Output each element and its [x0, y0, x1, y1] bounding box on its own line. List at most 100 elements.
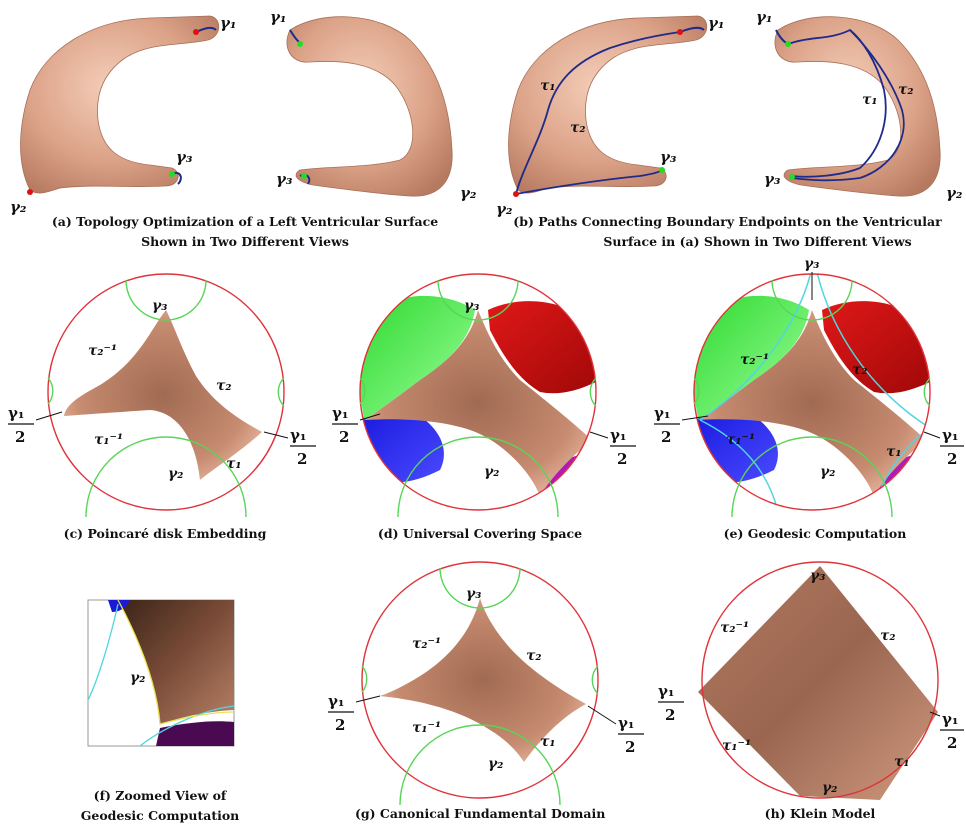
red-dot-a1-top — [193, 29, 199, 35]
red-dot-b1-bottom — [513, 191, 519, 197]
label-gamma3-b1: γ₃ — [660, 148, 677, 166]
caption-a-line1: (a) Topology Optimization of a Left Vent… — [30, 212, 460, 232]
arrow-right-e — [924, 432, 940, 438]
caption-e: (e) Geodesic Computation — [710, 524, 920, 544]
label-gamma1-a2: γ₁ — [270, 8, 286, 26]
label-tau2-b1: τ₂ — [570, 120, 586, 136]
green-dot-a1 — [169, 171, 175, 177]
caption-a-line2: Shown in Two Different Views — [30, 232, 460, 252]
caption-d: (d) Universal Covering Space — [360, 524, 600, 544]
label-half-num-right-h: γ₁ — [942, 710, 958, 728]
label-tau1-b1: τ₁ — [540, 78, 556, 94]
caption-f-line1: (f) Zoomed View of — [60, 786, 260, 806]
caption-f-line2: Geodesic Computation — [60, 806, 260, 826]
label-gamma1-a1: γ₁ — [220, 14, 236, 32]
label-half-num-left-h: γ₁ — [658, 682, 674, 700]
label-gamma3-d: γ₃ — [464, 298, 479, 314]
label-gamma2-b2: γ₂ — [946, 184, 963, 202]
label-tau2-b2: τ₂ — [898, 82, 914, 98]
label-tau2-c: τ₂ — [216, 378, 232, 394]
caption-b: (b) Paths Connecting Boundary Endpoints … — [505, 212, 950, 252]
label-gamma1-b1: γ₁ — [708, 14, 724, 32]
label-gamma2-a1: γ₂ — [10, 198, 27, 216]
label-gamma2-h: γ₂ — [822, 780, 837, 796]
panel-c: γ₃ γ₂ τ₂⁻¹ τ₂ τ₁⁻¹ τ₁ γ₁ 2 γ₁ 2 — [8, 274, 316, 517]
label-gamma2-g: γ₂ — [488, 756, 503, 772]
label-tau1-h: τ₁ — [894, 754, 910, 770]
label-tau2-e: τ₂ — [852, 362, 868, 378]
label-half-den-left-h: 2 — [665, 706, 675, 724]
label-tau1inv-g: τ₁⁻¹ — [412, 720, 441, 736]
red-dot-b1-top — [677, 29, 683, 35]
label-half-num-left-e: γ₁ — [654, 404, 670, 422]
label-half-den-right-c: 2 — [297, 450, 307, 468]
label-tau1-b2: τ₁ — [862, 92, 878, 108]
fundamental-domain-c — [64, 310, 262, 480]
label-tau2-h: τ₂ — [880, 628, 896, 644]
label-tau1-c: τ₁ — [226, 456, 242, 472]
label-half-den-left-c: 2 — [15, 428, 25, 446]
label-gamma3-a2: γ₃ — [276, 170, 293, 188]
label-tau2inv-e: τ₂⁻¹ — [740, 352, 769, 368]
panel-d: γ₃ γ₂ γ₁ 2 γ₁ 2 — [332, 274, 636, 517]
label-tau2-g: τ₂ — [526, 648, 542, 664]
panel-a: γ₁ γ₃ γ₂ γ₁ γ₃ γ₂ — [10, 8, 477, 216]
label-half-den-right-g: 2 — [625, 738, 635, 756]
label-tau1-g: τ₁ — [540, 734, 556, 750]
label-tau1inv-c: τ₁⁻¹ — [94, 432, 123, 448]
caption-a: (a) Topology Optimization of a Left Vent… — [30, 212, 460, 252]
caption-f: (f) Zoomed View of Geodesic Computation — [60, 786, 260, 826]
label-gamma2-f: γ₂ — [130, 670, 145, 686]
label-gamma2-a2: γ₂ — [460, 184, 477, 202]
ventricle-surface-a1 — [21, 16, 219, 193]
label-half-num-right-e: γ₁ — [942, 426, 958, 444]
label-gamma2-e: γ₂ — [820, 464, 835, 480]
panel-e: γ₃ γ₂ τ₂⁻¹ τ₂ τ₁⁻¹ τ₁ γ₁ 2 γ₁ 2 — [654, 256, 964, 520]
caption-b-line1: (b) Paths Connecting Boundary Endpoints … — [505, 212, 950, 232]
panel-g: γ₃ γ₂ τ₂⁻¹ τ₂ τ₁⁻¹ τ₁ γ₁ 2 γ₁ 2 — [328, 562, 644, 805]
label-half-num-left-d: γ₁ — [332, 404, 348, 422]
caption-b-line2: Surface in (a) Shown in Two Different Vi… — [505, 232, 950, 252]
arrow-right-d — [590, 432, 608, 438]
label-half-num-right-g: γ₁ — [618, 714, 634, 732]
ventricle-surface-b1 — [509, 16, 707, 193]
label-tau1inv-h: τ₁⁻¹ — [722, 738, 751, 754]
arrow-left-c — [36, 412, 62, 420]
label-tau2inv-h: τ₂⁻¹ — [720, 620, 749, 636]
label-gamma3-b2: γ₃ — [764, 170, 781, 188]
red-dot-a1-bottom — [27, 189, 33, 195]
label-gamma3-h: γ₃ — [810, 568, 825, 584]
label-tau2inv-g: τ₂⁻¹ — [412, 636, 441, 652]
panel-b: γ₁ γ₃ γ₂ τ₁ τ₂ γ₁ γ₃ γ₂ τ₁ τ₂ — [496, 8, 963, 218]
green-dot-a2-top — [297, 41, 303, 47]
green-dot-b2-top — [785, 41, 791, 47]
label-half-num-right-d: γ₁ — [610, 426, 626, 444]
label-gamma3-a1: γ₃ — [176, 148, 193, 166]
caption-c: (c) Poincaré disk Embedding — [40, 524, 290, 544]
label-gamma2-d: γ₂ — [484, 464, 499, 480]
label-gamma3-g: γ₃ — [466, 586, 481, 602]
label-half-den-left-e: 2 — [661, 428, 671, 446]
green-dot-a2-bottom — [301, 173, 307, 179]
label-half-num-right-c: γ₁ — [290, 426, 306, 444]
label-tau2inv-c: τ₂⁻¹ — [88, 343, 117, 359]
label-tau1-e: τ₁ — [886, 444, 902, 460]
label-half-den-right-d: 2 — [617, 450, 627, 468]
panel-f: γ₂ — [88, 600, 234, 746]
label-half-den-left-g: 2 — [335, 716, 345, 734]
label-half-den-left-d: 2 — [339, 428, 349, 446]
ventricle-surface-a2 — [287, 17, 452, 196]
label-half-den-right-e: 2 — [947, 450, 957, 468]
green-dot-b1 — [659, 167, 665, 173]
caption-h: (h) Klein Model — [750, 804, 890, 824]
label-gamma3-e: γ₃ — [804, 256, 819, 272]
caption-g: (g) Canonical Fundamental Domain — [355, 804, 605, 824]
label-gamma1-b2: γ₁ — [756, 8, 772, 26]
label-tau1inv-e: τ₁⁻¹ — [726, 432, 755, 448]
label-gamma3-c: γ₃ — [152, 298, 167, 314]
label-half-den-right-h: 2 — [947, 734, 957, 752]
copy-blue-d — [360, 413, 444, 482]
label-half-num-left-g: γ₁ — [328, 692, 344, 710]
arrow-left-g — [356, 696, 380, 702]
